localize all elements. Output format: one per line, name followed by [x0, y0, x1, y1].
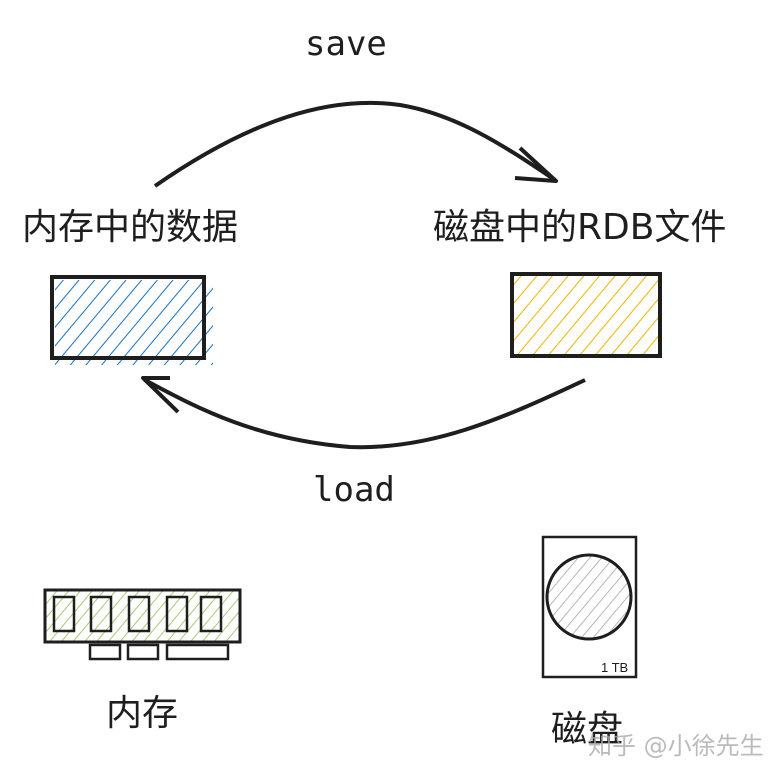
memory-label: 内存 — [106, 693, 179, 734]
memory-data-label: 内存中的数据 — [22, 207, 239, 248]
disk-capacity-label: 1 TB — [601, 660, 629, 675]
memory-data-box — [50, 275, 213, 365]
rdb-file-label: 磁盘中的RDB文件 — [433, 207, 727, 248]
watermark: 知乎 @小徐先生 — [588, 732, 764, 760]
load-label: load — [313, 470, 395, 510]
save-label: save — [305, 24, 387, 64]
ram-stick-icon — [43, 588, 242, 661]
hard-disk-icon — [541, 535, 638, 679]
disk-label: 磁盘 — [551, 709, 624, 750]
save-arrow — [153, 100, 558, 188]
rdb-file-box — [510, 272, 662, 358]
load-arrow — [141, 376, 586, 450]
